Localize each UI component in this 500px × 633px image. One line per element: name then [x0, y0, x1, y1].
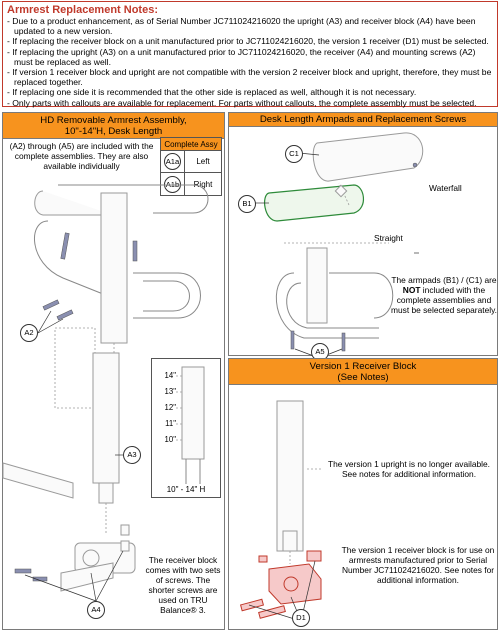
screw-a5-right [341, 332, 346, 352]
leader-a4-3 [95, 550, 124, 602]
upright-a3-foot [98, 482, 114, 504]
armrest-loop-top [34, 190, 113, 216]
notes-title: Armrest Replacement Notes: [7, 4, 158, 16]
notes-list: - Due to a product enhancement, as of Se… [7, 16, 493, 108]
hole-pattern-outline [54, 327, 96, 409]
version1-upright-foot [282, 530, 298, 552]
armpad-note-part2: included with the complete assemblies an… [391, 285, 497, 315]
receiver-bore [283, 576, 299, 592]
screw-a2-bottom [56, 309, 74, 321]
note-item: - If replacing the upright (A3) on a uni… [7, 46, 476, 67]
height-tick: 12" [164, 403, 176, 412]
nut-b [120, 540, 130, 552]
height-tick: 13" [164, 387, 176, 396]
waterfall-armpad-c1 [312, 132, 424, 182]
version1-upright [276, 400, 304, 552]
explode-marker [334, 184, 348, 198]
callout-a1b[interactable]: A1b [164, 175, 181, 193]
receiver-clamp [82, 549, 100, 567]
included-parts-note: (A2) through (A5) are included with the … [9, 141, 154, 171]
height-tick: 10" [164, 435, 176, 444]
armrest-assembly-panel: HD Removable Armrest Assembly, 10"-14"H,… [2, 112, 225, 630]
leader-a2-2 [37, 318, 64, 334]
upright-post [100, 192, 128, 344]
panel-title-line2: 10"-14"H, Desk Length [64, 126, 163, 137]
screw-a4-a [14, 568, 32, 574]
version1-receiver-panel: Version 1 Receiver Block (See Notes) D1 … [228, 358, 498, 630]
callout-b1[interactable]: B1 [238, 195, 256, 213]
nut-a [120, 524, 130, 536]
armrest-loop-right [133, 272, 201, 319]
straight-armpad-b1 [263, 184, 364, 222]
armrest-exploded-drawing [2, 184, 209, 602]
assy-label-right: Right [193, 179, 213, 189]
version1-upright-note: The version 1 upright is no longer avail… [327, 459, 490, 479]
receiver-bracket [60, 562, 114, 592]
version1-receiver-note: The version 1 receiver block is for use … [341, 545, 495, 585]
panel-title-line1: HD Removable Armrest Assembly, [40, 115, 187, 126]
complete-assy-table: Complete Assy A1a Left A1b Right [160, 137, 222, 196]
straight-label: Straight [374, 233, 403, 243]
callout-a4[interactable]: A4 [87, 601, 105, 619]
armpads-drawing [254, 132, 424, 359]
upright-a3 [92, 352, 120, 484]
callout-c1[interactable]: C1 [285, 145, 303, 163]
complete-assy-header: Complete Assy [161, 138, 221, 151]
leader-a2-1 [37, 310, 52, 334]
screw-a5-left [290, 330, 295, 350]
frame-loop-outer [275, 272, 379, 339]
callout-a3[interactable]: A3 [123, 446, 141, 464]
armpad-note-bold: NOT [402, 285, 421, 295]
note-item: - If replacing the receiver block on a u… [7, 36, 489, 47]
clip-d1 [306, 550, 322, 562]
armrest-top-bar [58, 184, 209, 214]
height-tick: 14" [164, 371, 176, 380]
nut-d1-a [258, 555, 268, 563]
screw-a2-top [42, 299, 60, 311]
frame-loop-inner [286, 282, 379, 329]
armrest-assembly-header: HD Removable Armrest Assembly, 10"-14"H,… [3, 113, 224, 139]
note-item: - Only parts with callouts are available… [7, 97, 477, 108]
note-item: - Due to a product enhancement, as of Se… [7, 16, 476, 37]
long-screw-left [60, 232, 70, 260]
leader-a4-1 [24, 574, 97, 602]
long-screw-right [132, 240, 138, 262]
version1-title-line2: (See Notes) [337, 372, 389, 383]
screw-d1-a [239, 598, 265, 612]
armpad-not-included-note: The armpads (B1) / (C1) are NOT included… [391, 275, 497, 315]
assy-row-right[interactable]: A1b Right [161, 173, 221, 195]
callout-a2[interactable]: A2 [20, 324, 38, 342]
height-scale-box: 14" 13" 12" 11" 10" 10" - 14" H [151, 358, 221, 498]
screw-a4-b [32, 576, 48, 582]
version1-title-line1: Version 1 Receiver Block [309, 361, 417, 372]
side-rail [2, 462, 74, 499]
armrest-loop-lower [34, 220, 114, 299]
version1-receiver-drawing [239, 400, 322, 622]
armpad-note-part1: The armpads (B1) / (C1) are [391, 275, 497, 285]
height-scale-drawing [176, 366, 205, 484]
scale-upright [181, 366, 205, 460]
note-item: - If version 1 receiver block and uprigh… [7, 67, 492, 88]
note-item: - If replacing one side it is recommende… [7, 87, 417, 98]
frame-upright [306, 247, 328, 324]
armrest-loop-right-inner [143, 280, 190, 312]
assy-label-left: Left [196, 157, 210, 166]
callout-d1[interactable]: D1 [292, 609, 310, 627]
receiver-screws-note: The receiver block comes with two sets o… [145, 555, 221, 615]
callout-a1a[interactable]: A1a [164, 153, 181, 170]
replacement-notes: Armrest Replacement Notes: - Due to a pr… [2, 1, 498, 108]
armpads-header: Desk Length Armpads and Replacement Scre… [229, 113, 497, 127]
armpads-panel: Desk Length Armpads and Replacement Scre… [228, 112, 498, 361]
version1-receiver-header: Version 1 Receiver Block (See Notes) [229, 359, 497, 385]
waterfall-label: Waterfall [429, 183, 462, 193]
assy-row-left[interactable]: A1a Left [161, 150, 221, 173]
height-range-label: 10" - 14" H [166, 485, 206, 494]
height-tick: 11" [165, 419, 176, 428]
frame-loop-right [329, 272, 394, 319]
armpad-screw-hole [412, 162, 418, 168]
leader-a4-2 [90, 572, 97, 602]
